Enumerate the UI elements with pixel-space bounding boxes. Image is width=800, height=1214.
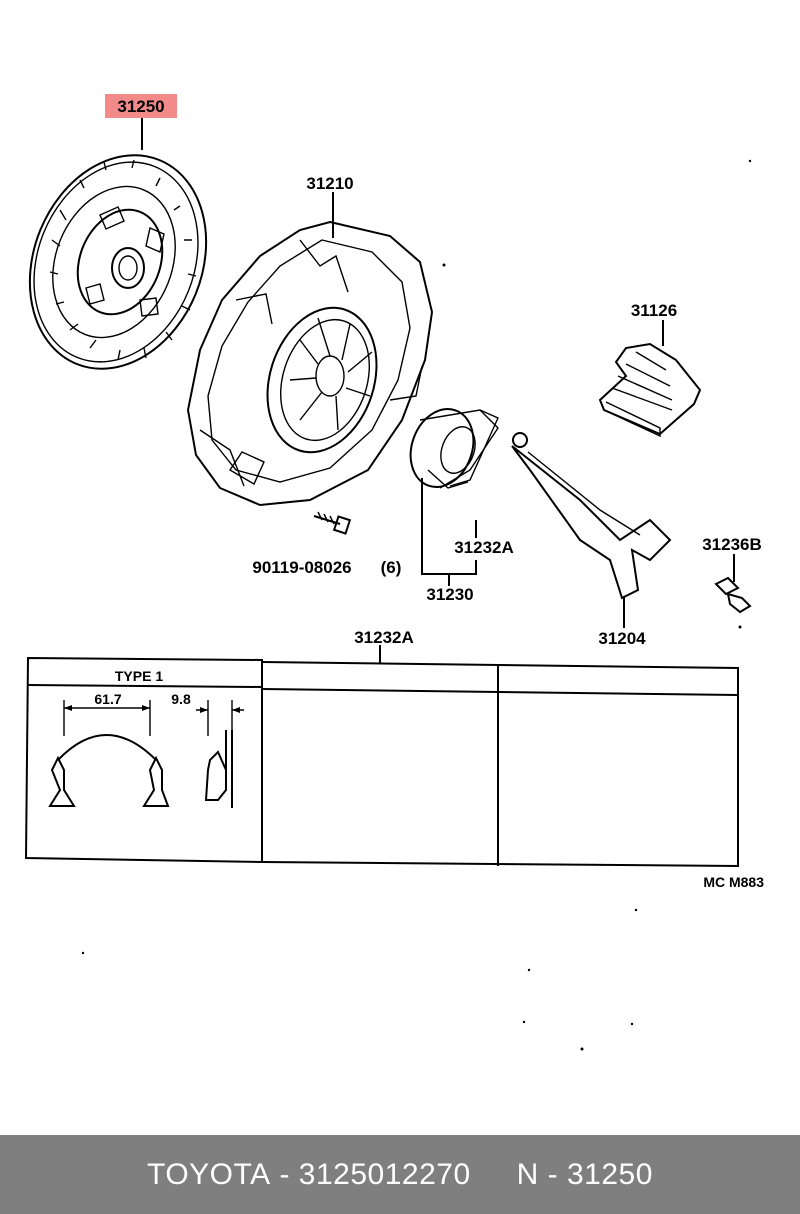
- figure-code: MC M883: [703, 874, 764, 890]
- footer-ref: 31250: [567, 1157, 653, 1191]
- dim-depth: 9.8: [171, 691, 191, 707]
- footer-ref-prefix: N: [516, 1157, 539, 1191]
- label-release-bearing-clip: 31232A: [454, 538, 514, 557]
- footer-part-number: 3125012270: [298, 1157, 471, 1191]
- label-boot: 31126: [631, 301, 677, 320]
- clutch-cover-drawing: [186, 220, 434, 507]
- label-bolt-qty: (6): [381, 558, 402, 577]
- clutch-disc-drawing: [28, 154, 208, 370]
- bolt-drawing: [313, 511, 352, 535]
- label-clutch-disc: 31250: [117, 97, 164, 116]
- fork-support-drawing: [714, 576, 752, 614]
- footer-sep-2: -: [538, 1157, 567, 1191]
- footer-bar: TOYOTA - 3125012270 N - 31250: [0, 1135, 800, 1214]
- table-type-label: TYPE 1: [115, 668, 163, 684]
- label-bolt: 90119-08026: [252, 558, 351, 577]
- label-release-fork: 31204: [598, 629, 646, 648]
- label-clutch-cover: 31210: [306, 174, 353, 193]
- label-release-bearing: 31230: [426, 585, 473, 604]
- label-fork-support: 31236B: [702, 535, 762, 554]
- dim-width: 61.7: [94, 691, 121, 707]
- detail-table: [24, 656, 739, 868]
- release-bearing-drawing: [409, 408, 499, 489]
- release-fork-drawing: [511, 432, 672, 600]
- parts-diagram: 31250 31210 31126 31232A 31236B 90119-08…: [24, 94, 764, 1051]
- footer-brand: TOYOTA: [147, 1157, 271, 1191]
- callout-lines: [141, 118, 735, 664]
- clip-drawing: [48, 700, 244, 808]
- boot-drawing: [598, 342, 702, 438]
- footer-sep-1: -: [270, 1157, 299, 1191]
- label-detail-ref: 31232A: [354, 628, 414, 647]
- scan-specks: [81, 159, 752, 1051]
- highlight-box: [105, 94, 177, 118]
